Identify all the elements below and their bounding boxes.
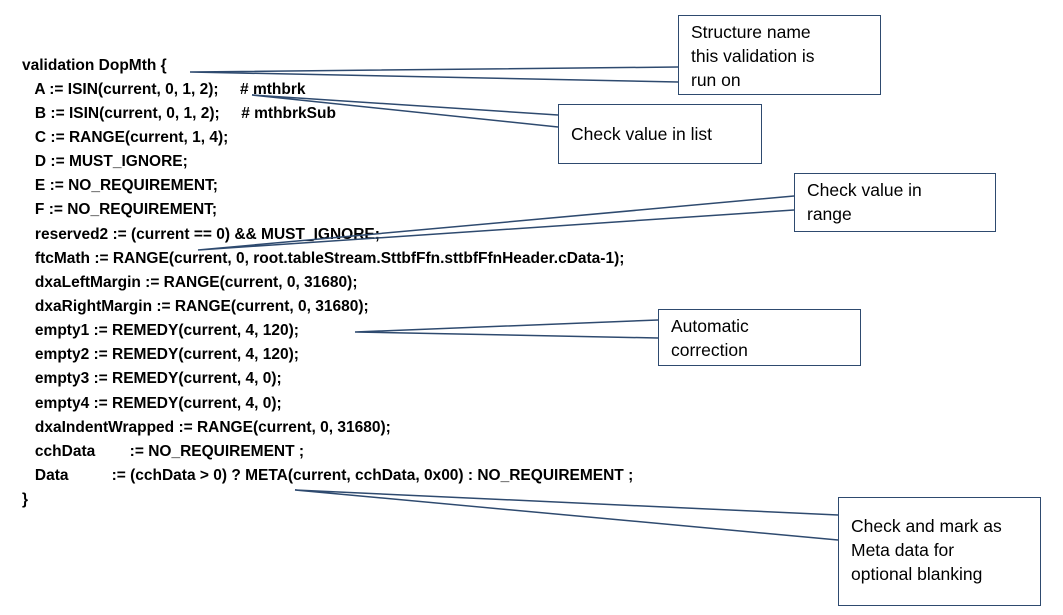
callout-text-line: Check value in list [571, 124, 713, 144]
callout-meta-data: Check and mark as Meta data for optional… [838, 497, 1041, 606]
code-line-10: dxaLeftMargin := RANGE(current, 0, 31680… [22, 274, 358, 291]
code-line-13: empty2 := REMEDY(current, 4, 120); [22, 346, 299, 363]
callout-text-line: Automatic [671, 316, 749, 336]
code-line-8: reserved2 := (current == 0) && MUST_IGNO… [22, 226, 380, 243]
connector-auto-correction [354, 319, 659, 339]
code-line-4: C := RANGE(current, 1, 4); [22, 129, 229, 146]
callout-auto-correction: Automatic correction [658, 309, 861, 366]
code-line-3: B := ISIN(current, 0, 1, 2); # mthbrkSub [22, 105, 336, 122]
callout-text-line: optional blanking [851, 564, 983, 584]
callout-text-line: Check value in [807, 180, 922, 200]
callout-text-line: Check and mark as [851, 516, 1002, 536]
callout-check-range: Check value in range [794, 173, 996, 232]
callout-text-line: range [807, 204, 852, 224]
code-line-16: dxaIndentWrapped := RANGE(current, 0, 31… [22, 419, 391, 436]
callout-text-line: correction [671, 340, 748, 360]
code-line-9: ftcMath := RANGE(current, 0, root.tableS… [22, 250, 625, 267]
callout-text-line: Meta data for [851, 540, 955, 560]
callout-check-list: Check value in list [558, 104, 762, 164]
code-line-11: dxaRightMargin := RANGE(current, 0, 3168… [22, 298, 369, 315]
callout-structure-name: Structure name this validation is run on [678, 15, 881, 95]
code-line-14: empty3 := REMEDY(current, 4, 0); [22, 370, 282, 387]
code-line-2: A := ISIN(current, 0, 1, 2); # mthbrk [22, 81, 306, 98]
callout-text-line: run on [691, 70, 741, 90]
callout-text-line: Structure name [691, 22, 811, 42]
callout-text-line: this validation is [691, 46, 815, 66]
code-line-17: cchData := NO_REQUIREMENT ; [22, 443, 305, 460]
code-line-15: empty4 := REMEDY(current, 4, 0); [22, 395, 282, 412]
connector-meta-data [294, 489, 839, 541]
code-line-12: empty1 := REMEDY(current, 4, 120); [22, 322, 299, 339]
code-line-7: F := NO_REQUIREMENT; [22, 201, 218, 218]
code-line-18: Data := (cchData > 0) ? META(current, cc… [22, 467, 634, 484]
code-line-19: } [22, 491, 29, 508]
code-line-5: D := MUST_IGNORE; [22, 153, 188, 170]
code-line-1: validation DopMth { [22, 57, 167, 74]
code-line-6: E := NO_REQUIREMENT; [22, 177, 218, 194]
